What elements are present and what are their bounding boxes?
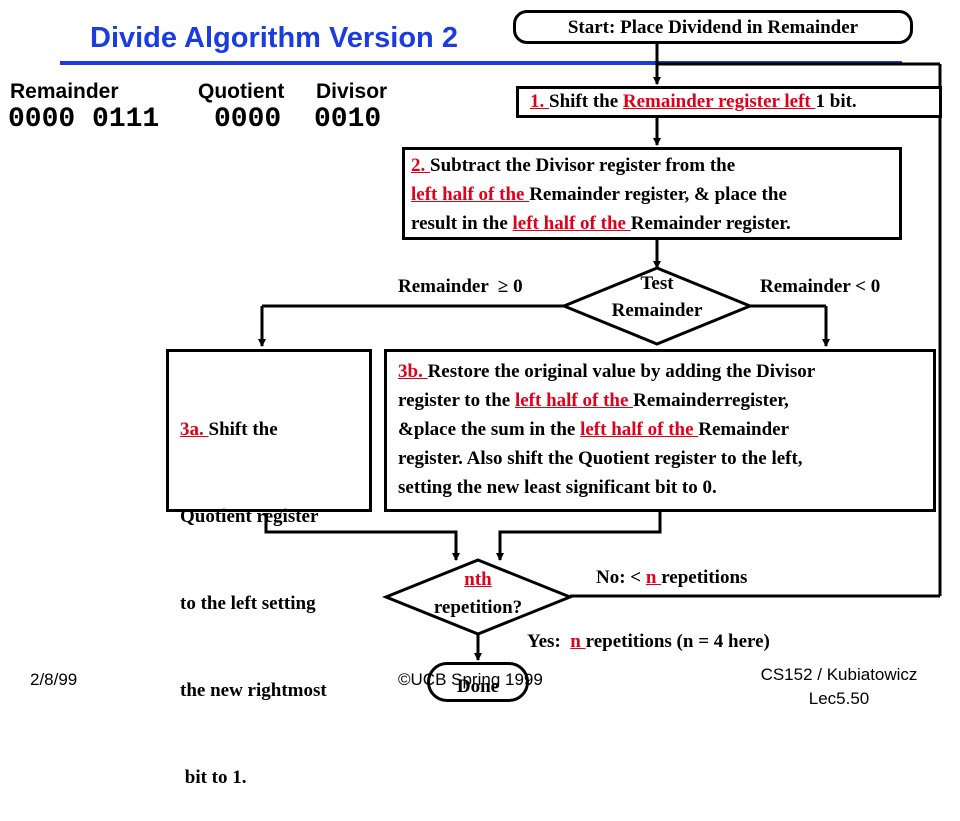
step3b-line1-text: Restore the original value by adding the…	[427, 361, 816, 382]
step3b-line2-post: Remainderregister,	[633, 390, 789, 411]
done-terminal	[427, 662, 529, 702]
step3b-line5: setting the new least significant bit to…	[398, 477, 717, 498]
step3a-number: 3a.	[180, 419, 209, 440]
step3b-line2: register to the left half of the Remaind…	[398, 386, 815, 415]
step2-line2: left half of the Remainder register, & p…	[411, 180, 791, 209]
step2-line2-text: Remainder register, & place the	[529, 184, 787, 205]
footer-lecture: Lec5.50	[808, 689, 870, 708]
step3a-line4: the new rightmost	[180, 680, 327, 701]
step3b-line4: register. Also shift the Quotient regist…	[398, 448, 803, 469]
yes-label: Yes: n repetitions (n = 4 here)	[527, 631, 770, 653]
branch-ge-label: Remainder ≥ 0	[398, 276, 523, 297]
divisor-value: 0010	[314, 104, 382, 135]
title-underline	[60, 61, 902, 65]
step2-line1: 2. Subtract the Divisor register from th…	[411, 151, 791, 180]
arrow-3b-to-nth	[496, 512, 662, 561]
step3a-line2: Quotient register	[180, 506, 319, 527]
remainder-value: 0000 0111	[8, 104, 160, 135]
divisor-label: Divisor	[316, 80, 388, 103]
step3b-highlight1: left half of the	[514, 390, 634, 411]
step3a-line1-text: Shift the	[208, 419, 278, 440]
step1-box	[516, 86, 942, 118]
step3b-line3-pre: &place the sum in the	[398, 419, 581, 440]
no-highlight: n	[645, 567, 662, 588]
start-text: Start: Place Dividend in Remainder	[567, 17, 859, 38]
yes-post: repetitions (n = 4 here)	[585, 631, 770, 652]
nth-repetition-diamond	[381, 558, 575, 636]
no-post: repetitions	[661, 567, 748, 588]
step2-line3-post: Remainder register.	[630, 213, 791, 234]
yes-highlight: n	[570, 631, 586, 652]
step1-text: 1. Shift the Remainder register left 1 b…	[530, 87, 857, 116]
quotient-value: 0000	[214, 104, 282, 135]
nth-line2: repetition?	[433, 597, 523, 618]
step3b-line2-pre: register to the	[398, 390, 515, 411]
step2-line3: result in the left half of the Remainder…	[411, 209, 791, 238]
step3b-number: 3b.	[398, 361, 428, 382]
nth-highlight: nth	[464, 569, 492, 590]
test-remainder-diamond	[560, 266, 754, 346]
step3b-line1: 3b. Restore the original value by adding…	[398, 357, 815, 386]
step3b-text: 3b. Restore the original value by adding…	[398, 357, 815, 502]
step2-line3-pre: result in the	[411, 213, 513, 234]
step1-number: 1.	[530, 91, 549, 112]
step3a-box	[166, 349, 372, 512]
step3a-line1: 3a. Shift the	[180, 415, 327, 444]
yes-pre: Yes:	[527, 631, 571, 652]
step3b-highlight2: left half of the	[580, 419, 699, 440]
step3a-text: 3a. Shift the Quotient register to the l…	[180, 357, 327, 821]
footer-course: CS152 / Kubiatowicz	[760, 665, 918, 684]
test-line2: Remainder	[611, 300, 703, 321]
step2-highlight2: left half of the	[512, 213, 631, 234]
footer-date: 2/8/99	[30, 670, 78, 689]
step1-highlight: Remainder register left	[622, 91, 816, 112]
step3b-box	[384, 349, 936, 512]
flowchart-connectors	[258, 44, 942, 661]
step2-text: 2. Subtract the Divisor register from th…	[411, 151, 791, 238]
test-remainder-label: Test Remainder	[564, 270, 750, 324]
footer-copyright: ©UCB Spring 1999	[398, 670, 543, 689]
slide-title: Divide Algorithm Version 2	[90, 22, 458, 54]
no-label: No: < n repetitions	[596, 567, 747, 589]
step3a-line5: bit to 1.	[180, 767, 247, 788]
branch-lt-label: Remainder < 0	[760, 276, 881, 297]
no-pre: No: <	[596, 567, 646, 588]
step2-number: 2.	[411, 155, 430, 176]
remainder-label: Remainder	[10, 80, 119, 103]
step1-pre: Shift the	[549, 91, 623, 112]
test-line1: Test	[640, 273, 674, 294]
step2-highlight1: left half of the	[411, 184, 530, 205]
step3b-line3-post: Remainder	[698, 419, 790, 440]
step3a-line3: to the left setting	[180, 593, 316, 614]
done-text: Done	[456, 676, 500, 697]
start-terminal	[513, 10, 913, 44]
step3b-line3: &place the sum in the left half of the R…	[398, 415, 815, 444]
step2-box	[402, 147, 902, 240]
step2-line1-text: Subtract the Divisor register from the	[430, 155, 736, 176]
arrow-3a-to-nth	[264, 513, 460, 561]
step1-post: 1 bit.	[815, 91, 857, 112]
nth-repetition-label: nth repetition?	[386, 566, 570, 622]
quotient-label: Quotient	[198, 80, 285, 103]
